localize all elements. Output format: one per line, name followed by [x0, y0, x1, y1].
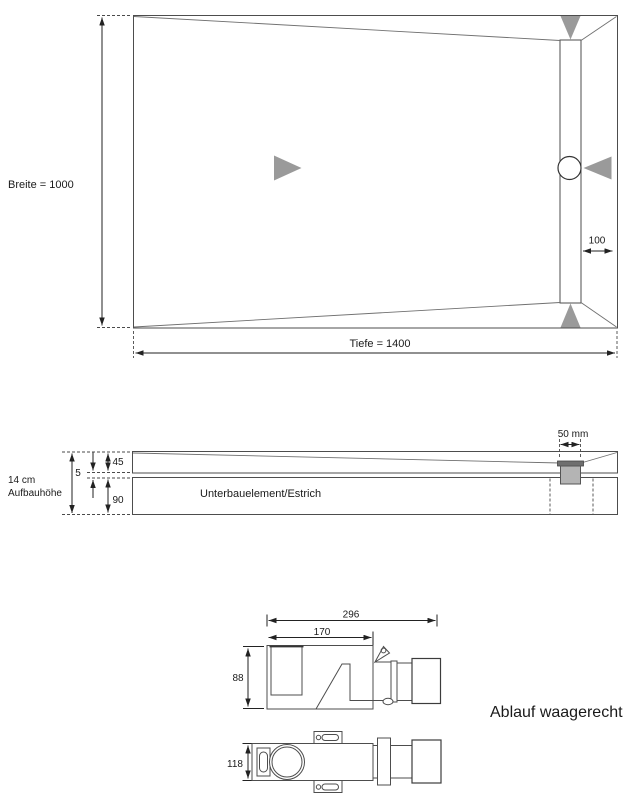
pipe-socket: [411, 657, 442, 705]
channel-offset-label: 100: [589, 236, 606, 247]
slope-surface-line: [132, 452, 561, 464]
slope-surface-line-right: [580, 452, 618, 464]
bracket-screw-bottom-icon: [315, 784, 322, 790]
inlet-opening-inner: [271, 746, 303, 778]
slope-edge-top-right: [580, 16, 617, 41]
buildup-height-label-1: 14 cm: [8, 475, 35, 486]
drain-side-view: 296 170 88: [232, 610, 442, 710]
siphon-outline: [315, 663, 412, 710]
fixing-bracket-bottom: [313, 780, 343, 793]
bracket-slot-bottom: [321, 783, 339, 791]
slope-direction-arrow-down-icon: [560, 16, 581, 40]
channel-offset-dimension: 100: [583, 236, 613, 254]
drain-outlet-circle: [557, 155, 582, 181]
pipe-collar-plan: [377, 737, 391, 786]
slope-direction-arrow-up-icon: [560, 303, 581, 328]
drain-detail: 296 170 88 118: [227, 610, 623, 793]
tray-surface: [133, 15, 618, 329]
drain-insert-box: [560, 465, 581, 485]
slope-direction-arrow-icon: [274, 155, 302, 181]
drain-caption: Ablauf waagerecht: [490, 704, 623, 721]
drain-width-label: 50 mm: [558, 429, 589, 440]
drain-grate-band: [557, 460, 584, 467]
tiefe-dimension: Tiefe = 1400: [133, 331, 618, 358]
clamp-pivot-icon: [380, 647, 387, 654]
substructure-slab: [132, 477, 618, 515]
tray-slab: [132, 451, 618, 474]
pipe-socket-plan: [411, 739, 442, 784]
screed-thickness-label: 90: [113, 495, 125, 506]
body-width-label: 118: [227, 759, 243, 770]
body-height-label: 88: [232, 673, 244, 684]
slope-edge-bottom-right: [580, 302, 617, 328]
breite-dimension: Breite = 1000: [8, 15, 131, 328]
hose-clamp-screw-icon: [382, 697, 394, 706]
tray-thickness-label: 45: [113, 457, 125, 468]
slope-edge-bottom: [133, 302, 561, 328]
substructure-label: Unterbauelement/Estrich: [200, 488, 321, 500]
drain-body: [266, 645, 374, 710]
top-view: Breite = 1000 Tiefe = 1400 100: [8, 15, 618, 358]
drain-width-dimension: 50 mm: [558, 429, 589, 459]
fixing-bracket-top: [313, 731, 343, 744]
overall-length-label: 296: [343, 610, 360, 621]
buildup-height-label-2: Aufbauhöhe: [8, 488, 62, 499]
drain-plan-view: 118: [227, 731, 442, 793]
breite-dimension-label: Breite = 1000: [8, 179, 74, 191]
inlet-opening-outer: [269, 744, 305, 780]
gap-thickness-label: 5: [75, 468, 81, 479]
slope-direction-arrow-left-icon: [583, 156, 612, 180]
bracket-slot-top: [321, 734, 339, 741]
section-view: Unterbauelement/Estrich 14 cm Aufbauhöhe…: [8, 429, 618, 515]
inlet-shaft: [270, 645, 303, 696]
slope-edge-top: [133, 16, 561, 41]
side-slot: [259, 751, 268, 773]
body-length-label: 170: [314, 627, 331, 638]
buildup-height-dimension: 14 cm Aufbauhöhe 5 45 90: [8, 451, 131, 515]
tiefe-dimension-label: Tiefe = 1400: [349, 338, 410, 350]
pipe-collar: [390, 660, 398, 703]
bracket-screw-top-icon: [315, 734, 322, 741]
